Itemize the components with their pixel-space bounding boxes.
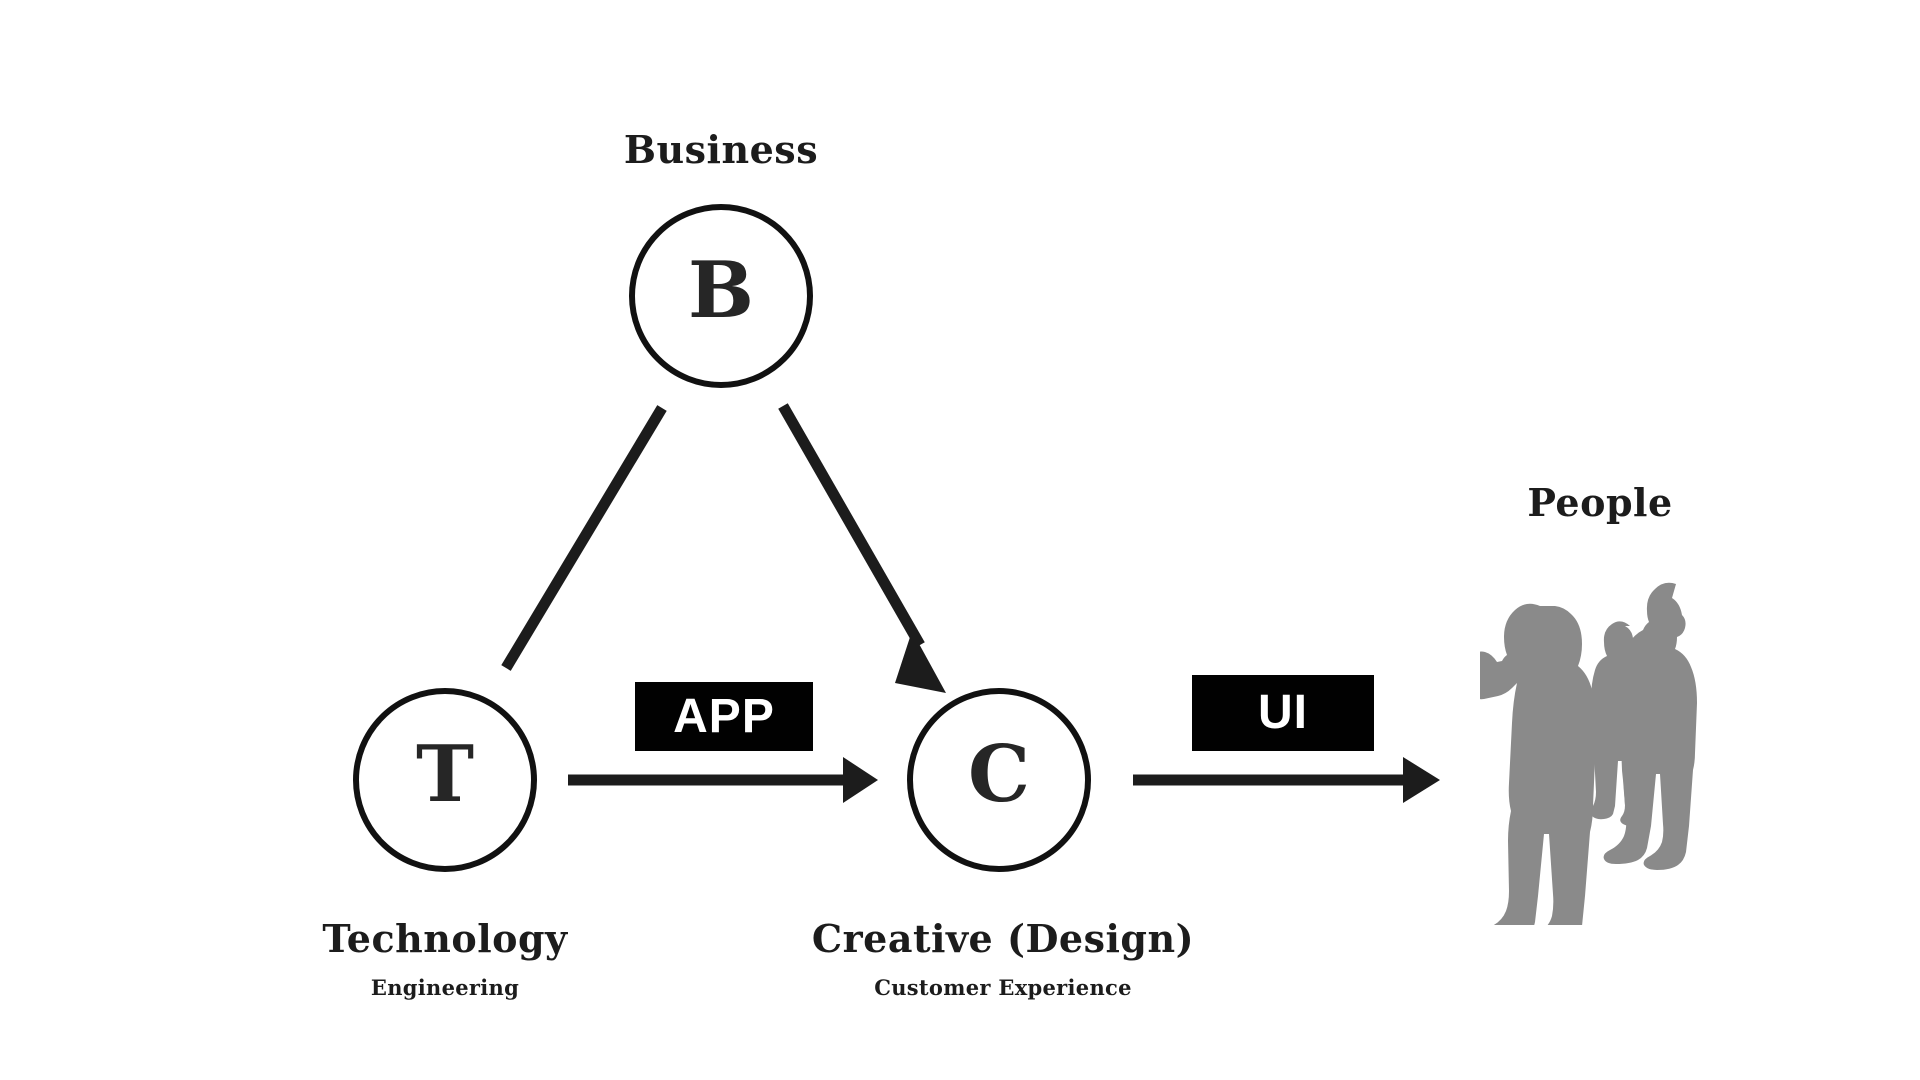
tag-label-ui: UI: [1258, 686, 1308, 739]
node-label-people: People: [1527, 480, 1673, 525]
tag-label-app: APP: [673, 689, 775, 743]
tag-box-app[interactable]: APP: [635, 682, 813, 751]
connector-business-to-creative: [778, 403, 925, 648]
tag-box-ui[interactable]: UI: [1192, 675, 1374, 751]
silhouette-person-left: [1466, 603, 1597, 947]
node-letter-technology: T: [415, 729, 475, 820]
node-circle-business[interactable]: [629, 204, 813, 388]
node-letter-creative: C: [967, 729, 1031, 820]
connector-business-to-technology: [501, 405, 667, 671]
node-circle-creative[interactable]: [907, 688, 1091, 872]
node-circle-technology[interactable]: [353, 688, 537, 872]
people-silhouette-group: [1466, 575, 1740, 947]
node-label-creative: Creative (Design): [811, 916, 1195, 961]
node-sublabel-creative: Customer Experience: [874, 975, 1132, 1000]
node-sublabel-technology: Engineering: [370, 975, 520, 1000]
people-silhouette-svg: [1466, 582, 1697, 947]
arrowhead-business-to-creative: [895, 631, 946, 693]
node-label-technology: Technology: [322, 916, 568, 961]
arrowhead-creative-to-people: [1403, 757, 1440, 803]
silhouette-person-right: [1603, 582, 1697, 870]
node-label-business: Business: [623, 127, 819, 172]
arrowhead-technology-to-creative: [843, 757, 878, 803]
node-letter-business: B: [688, 245, 754, 336]
